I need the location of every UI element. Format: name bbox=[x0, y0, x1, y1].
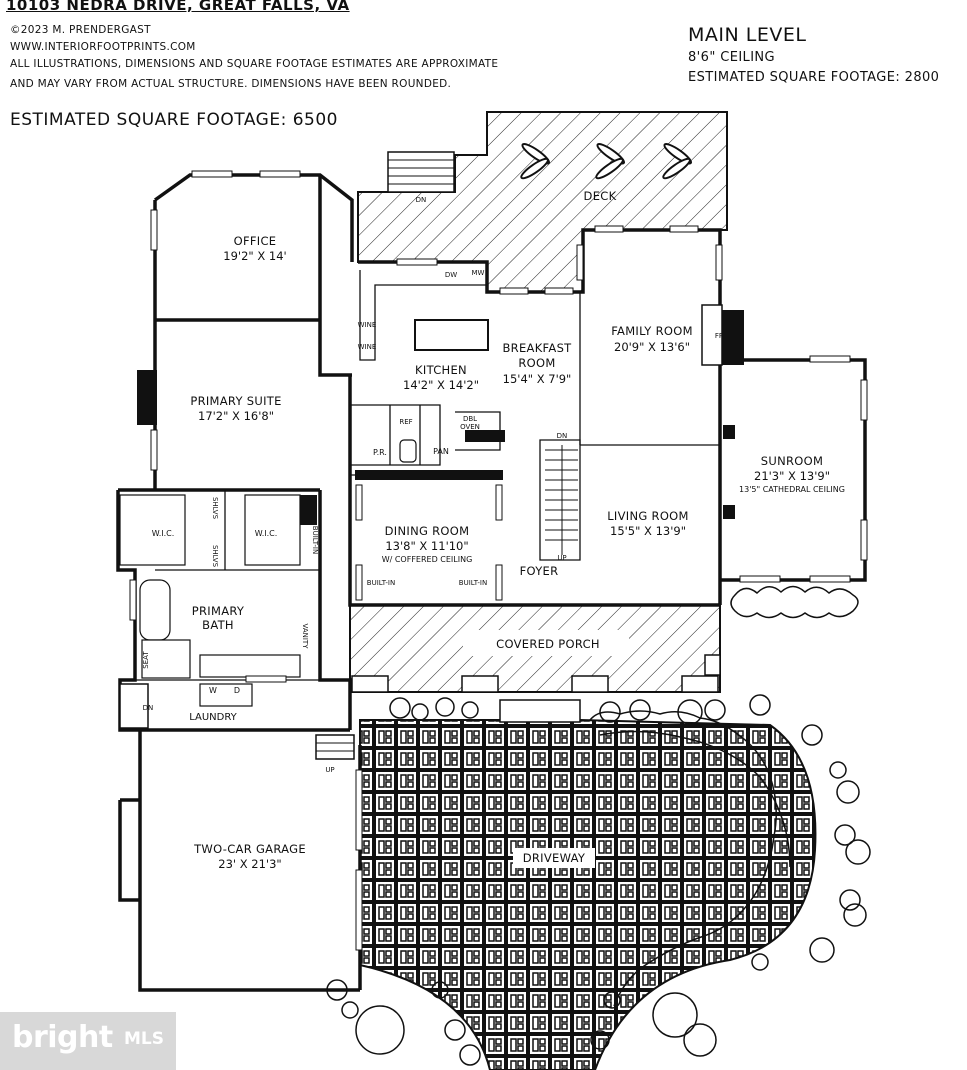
family-room-name: FAMILY ROOM bbox=[611, 324, 693, 338]
living-room-name: LIVING ROOM bbox=[607, 509, 689, 523]
landscaping-shrubs bbox=[326, 585, 871, 1066]
primary-suite-dimensions: 17'2" X 16'8" bbox=[198, 409, 274, 423]
kitchen-island bbox=[414, 319, 489, 351]
office-name: OFFICE bbox=[234, 234, 277, 248]
dryer-label: D bbox=[234, 686, 240, 695]
built-in-side-label: BUILT-IN bbox=[311, 526, 319, 554]
foyer-label: FOYER bbox=[520, 564, 559, 578]
wic-right-label: W.I.C. bbox=[255, 529, 278, 538]
level-title: MAIN LEVEL bbox=[688, 24, 807, 46]
double-oven-label-1: DBL bbox=[463, 415, 477, 423]
built-in-right-label: BUILT-IN bbox=[459, 579, 487, 587]
built-in-left-label: BUILT-IN bbox=[367, 579, 395, 587]
powder-room-label: P.R. bbox=[373, 448, 387, 457]
level-square-footage: ESTIMATED SQUARE FOOTAGE: 2800 bbox=[688, 70, 940, 85]
deck-stairs bbox=[387, 151, 455, 193]
dining-room-ceiling-note: W/ COFFERED CEILING bbox=[382, 555, 473, 564]
kitchen-name: KITCHEN bbox=[415, 363, 467, 377]
level-ceiling: 8'6" CEILING bbox=[688, 50, 776, 65]
dining-room-dimensions: 13'8" X 11'10" bbox=[385, 539, 468, 553]
dishwasher-label: DW bbox=[445, 271, 457, 279]
primary-suite-name: PRIMARY SUITE bbox=[190, 394, 281, 408]
website-text: WWW.INTERIORFOOTPRINTS.COM bbox=[10, 41, 196, 53]
ceiling-fan-icon bbox=[520, 143, 693, 180]
total-square-footage: ESTIMATED SQUARE FOOTAGE: 6500 bbox=[10, 110, 338, 130]
washer-label: W bbox=[209, 686, 217, 695]
mls-logo-brand: bright bbox=[12, 1020, 113, 1055]
property-address: 10103 NEDRA DRIVE, GREAT FALLS, VA bbox=[6, 0, 350, 14]
breakfast-room-dimensions: 15'4" X 7'9" bbox=[503, 372, 572, 386]
wine-upper-label: WINE bbox=[358, 321, 377, 329]
driveway-area bbox=[359, 719, 817, 1070]
main-stairs-up-label: UP bbox=[557, 554, 566, 562]
sunroom-name: SUNROOM bbox=[761, 454, 823, 468]
mls-logo-suffix: MLS bbox=[124, 1029, 164, 1049]
garage-dimensions: 23' X 21'3" bbox=[218, 857, 281, 871]
mls-logo: bright MLS bbox=[0, 1012, 176, 1070]
refrigerator-label: REF bbox=[399, 418, 412, 426]
garage-stairs-up-label: UP bbox=[325, 766, 334, 774]
covered-porch-label: COVERED PORCH bbox=[496, 637, 600, 651]
wine-lower-label: WINE bbox=[358, 343, 377, 351]
main-stairs bbox=[545, 445, 578, 555]
seat-label: SEAT bbox=[142, 651, 150, 669]
breakfast-room-name-2: ROOM bbox=[518, 356, 555, 370]
living-room-dimensions: 15'5" X 13'9" bbox=[610, 524, 686, 538]
sunroom-dimensions: 21'3" X 13'9" bbox=[754, 469, 830, 483]
laundry-stairs bbox=[119, 683, 149, 729]
vanity-label: VANITY bbox=[301, 624, 309, 650]
kitchen-dimensions: 14'2" X 14'2" bbox=[403, 378, 479, 392]
windows bbox=[129, 170, 868, 951]
main-stairs-down-label: DN bbox=[557, 432, 568, 440]
shelves-upper-label: SHLVS bbox=[211, 497, 219, 520]
garage-stairs bbox=[315, 734, 355, 760]
double-oven-label-2: OVEN bbox=[460, 423, 480, 431]
laundry-stairs-down-label: DN bbox=[143, 704, 154, 712]
family-room-dimensions: 20'9" X 13'6" bbox=[614, 340, 690, 354]
fireplace-label: FP bbox=[715, 332, 723, 340]
office-dimensions: 19'2" X 14' bbox=[223, 249, 286, 263]
breakfast-room-name-1: BREAKFAST bbox=[502, 341, 572, 355]
garage-name: TWO-CAR GARAGE bbox=[193, 842, 306, 856]
wic-left-label: W.I.C. bbox=[152, 529, 175, 538]
laundry-label: LAUNDRY bbox=[189, 712, 237, 723]
primary-bath-name-1: PRIMARY bbox=[192, 604, 245, 618]
sunroom-ceiling-note: 13'5" CATHEDRAL CEILING bbox=[739, 485, 845, 494]
disclaimer-line-2: AND MAY VARY FROM ACTUAL STRUCTURE. DIME… bbox=[10, 78, 452, 90]
copyright-text: ©2023 M. PRENDERGAST bbox=[10, 24, 151, 36]
driveway-label: DRIVEWAY bbox=[523, 851, 586, 865]
deck-label: DECK bbox=[584, 189, 617, 203]
primary-bath-name-2: BATH bbox=[202, 618, 234, 632]
disclaimer-line-1: ALL ILLUSTRATIONS, DIMENSIONS AND SQUARE… bbox=[10, 58, 499, 70]
shelves-lower-label: SHLVS bbox=[211, 545, 219, 568]
pantry-label: PAN bbox=[433, 447, 449, 456]
microwave-label: MW bbox=[472, 269, 485, 277]
dining-room-name: DINING ROOM bbox=[385, 524, 470, 538]
deck-stairs-down-label: DN bbox=[416, 196, 427, 204]
